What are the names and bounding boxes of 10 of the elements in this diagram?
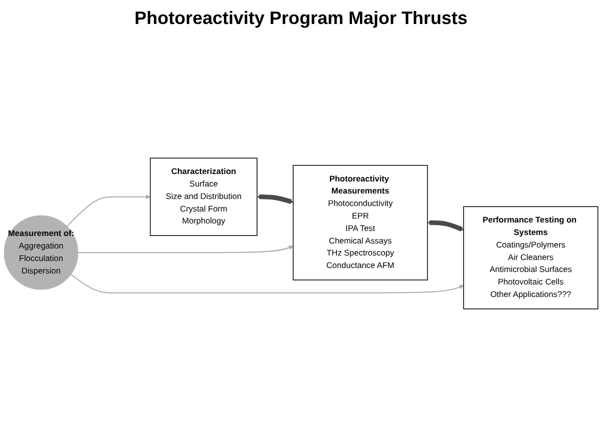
arrow (78, 245, 294, 254)
arrow (427, 220, 464, 232)
node-box: Performance Testing on Systems Coatings/Polymers Air Cleaners Antimicrobial Surfaces Photovoltaic Cells Other Applications??? (463, 206, 598, 310)
node-box: Photoreactivity Measurements Photoconductivity EPR IPA Test Chemical Assays THz Spectroscopy Conductance AFM (292, 164, 428, 280)
arrow (257, 194, 294, 204)
diagram-title: Photoreactivity Program Major Thrusts (134, 8, 468, 29)
arrow (66, 194, 150, 227)
node-box: Characterization Surface Size and Distribution Crystal Form Morphology (150, 158, 258, 236)
arrow (70, 274, 464, 294)
node-circle: Measurement of: Aggregation Flocculation Dispersion (4, 215, 78, 290)
